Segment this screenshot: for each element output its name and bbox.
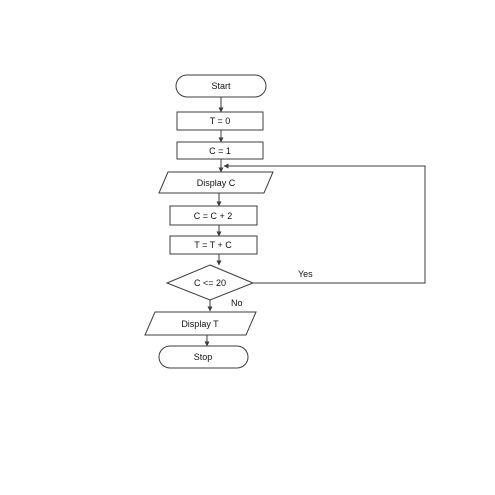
- node-start: Start: [175, 74, 267, 98]
- node-label: Stop: [194, 352, 213, 362]
- node-label: C = 1: [209, 146, 231, 156]
- node-display-c: Display C: [158, 171, 274, 194]
- edge-label-yes: Yes: [298, 269, 313, 279]
- edge-label-no: No: [231, 298, 243, 308]
- node-display-t: Display T: [144, 311, 257, 336]
- node-label: T = T + C: [194, 240, 232, 250]
- node-label: C <= 20: [194, 278, 226, 288]
- node-label: Display T: [181, 319, 219, 329]
- edge-check-loop-yes: [223, 163, 426, 284]
- node-stop: Stop: [158, 345, 249, 369]
- node-acc-t: T = T + C: [169, 235, 258, 255]
- node-init-t: T = 0: [176, 111, 264, 131]
- node-label: Display C: [197, 178, 236, 188]
- node-inc-c: C = C + 2: [169, 205, 258, 226]
- node-label: C = C + 2: [194, 211, 233, 221]
- node-check: C <= 20: [165, 264, 255, 301]
- node-label: T = 0: [210, 116, 231, 126]
- node-init-c: C = 1: [176, 141, 264, 160]
- node-label: Start: [211, 81, 231, 91]
